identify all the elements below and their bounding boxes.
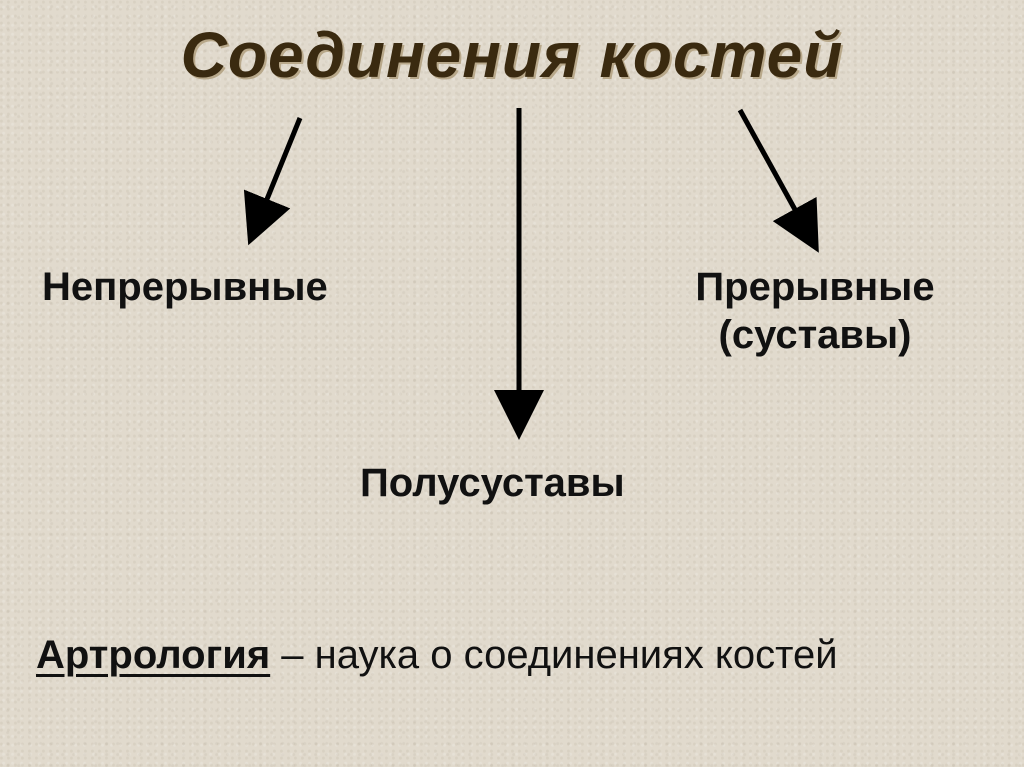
node-discontinuous-sublabel: (суставы) xyxy=(718,313,912,357)
definition-text: – наука о соединениях костей xyxy=(270,633,838,677)
diagram-title: Соединения костей xyxy=(180,19,844,91)
definition-line: Артрология – наука о соединениях костей xyxy=(36,633,838,678)
node-discontinuous: Прерывные (суставы) xyxy=(650,263,980,359)
node-semi-joints: Полусуставы xyxy=(360,459,625,507)
node-semi-joints-label: Полусуставы xyxy=(360,461,625,505)
node-continuous: Непрерывные xyxy=(42,263,328,311)
definition-term: Артрология xyxy=(36,633,271,677)
arrow-right xyxy=(737,108,819,253)
node-continuous-label: Непрерывные xyxy=(42,265,328,309)
node-discontinuous-label: Прерывные xyxy=(695,265,935,309)
arrow-left xyxy=(243,117,303,246)
